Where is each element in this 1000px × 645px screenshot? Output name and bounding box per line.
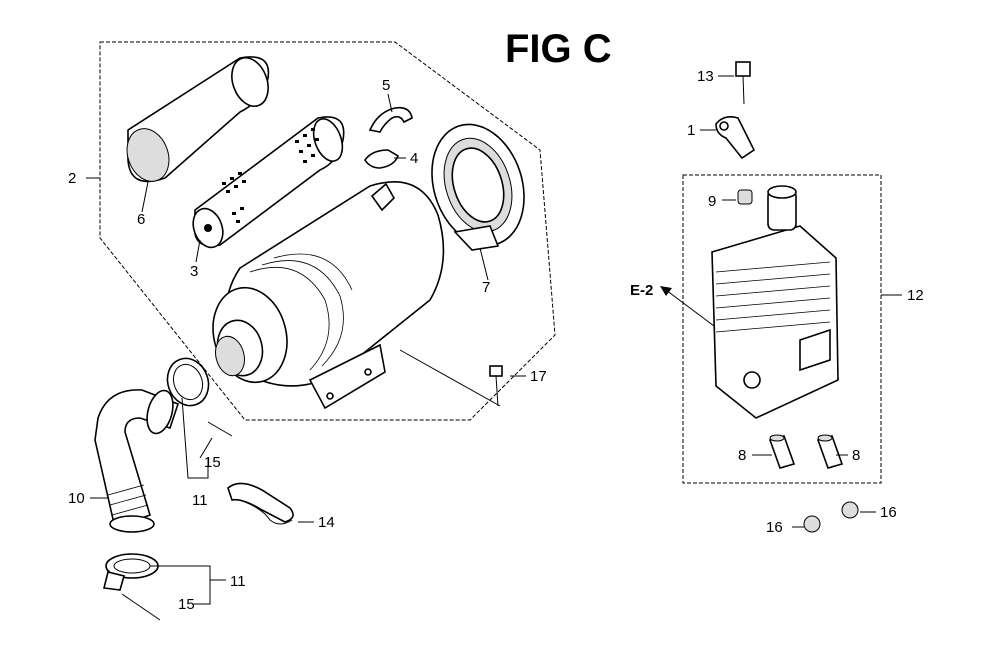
callout-15-lower: 15 — [178, 596, 195, 613]
nut-16a — [841, 501, 859, 519]
assembly-outline-right — [682, 174, 882, 484]
callout-11-lower: 11 — [230, 573, 246, 590]
bolt-17 — [489, 365, 503, 407]
tube-8b — [816, 434, 844, 469]
callout-9: 9 — [708, 193, 716, 210]
callout-15-upper: 15 — [204, 454, 221, 471]
callout-2: 2 — [68, 170, 76, 187]
bolt-13 — [735, 61, 751, 105]
air-cleaner-cover — [431, 123, 525, 251]
cap-9 — [737, 189, 753, 205]
callout-5: 5 — [382, 77, 390, 94]
hose-clamp-lower — [103, 553, 159, 591]
callout-10: 10 — [68, 490, 85, 507]
callout-14: 14 — [318, 514, 335, 531]
intake-elbow — [94, 389, 179, 533]
callout-8-right: 8 — [852, 447, 860, 464]
callout-13: 13 — [697, 68, 714, 85]
filter-inner-element — [192, 116, 345, 249]
tube-8a — [768, 434, 796, 469]
callout-1: 1 — [687, 122, 695, 139]
callout-12: 12 — [907, 287, 924, 304]
reference-e2: E-2 — [630, 282, 653, 299]
filter-outer-element — [126, 56, 270, 183]
callout-6: 6 — [137, 211, 145, 228]
clip-upper — [368, 106, 413, 133]
air-cleaner-housing — [212, 181, 445, 410]
tank-body — [711, 185, 839, 419]
assembly-outline-left — [99, 41, 556, 421]
figure-title: FIG C — [505, 27, 612, 71]
clip-lower — [364, 149, 399, 169]
callout-11-upper: 11 — [192, 492, 208, 509]
callout-3: 3 — [190, 263, 198, 280]
nut-16b — [803, 515, 821, 533]
callout-7: 7 — [482, 279, 490, 296]
callout-16-left: 16 — [766, 519, 783, 536]
clip-14 — [227, 482, 294, 523]
callout-8-left: 8 — [738, 447, 746, 464]
hose-clamp-upper — [166, 357, 210, 407]
screw-lower — [121, 593, 161, 621]
screw-upper — [207, 421, 233, 437]
leader-lines — [86, 75, 902, 605]
callout-17: 17 — [530, 368, 547, 385]
callout-16-right: 16 — [880, 504, 897, 521]
callout-4: 4 — [410, 150, 418, 167]
